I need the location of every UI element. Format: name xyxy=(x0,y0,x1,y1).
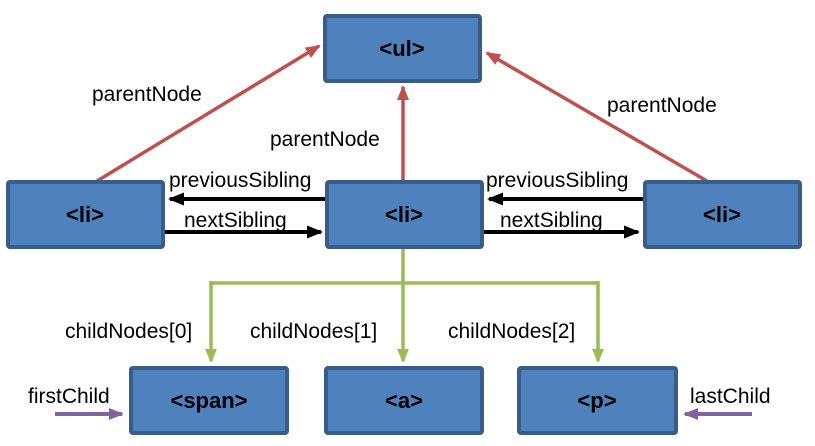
edge-parentnode-left xyxy=(96,44,321,183)
label-previoussibling-right: previousSibling xyxy=(486,169,628,192)
label-nextsibling-right: nextSibling xyxy=(500,209,603,232)
edge-parentnode-right xyxy=(485,51,708,183)
node-li-middle-label: <li> xyxy=(385,202,423,227)
edge-childnodes-trunk xyxy=(211,248,598,285)
label-childnodes-2: childNodes[2] xyxy=(448,320,575,343)
label-childnodes-1: childNodes[1] xyxy=(250,320,377,343)
node-p-box xyxy=(517,366,678,435)
node-span: <span> xyxy=(129,366,289,435)
label-previoussibling-left: previousSibling xyxy=(169,169,311,192)
node-li-right-label: <li> xyxy=(703,202,741,227)
label-nextsibling-left: nextSibling xyxy=(184,209,287,232)
label-parentnode-middle: parentNode xyxy=(270,128,380,151)
node-a: <a> xyxy=(324,366,484,435)
node-a-box xyxy=(324,366,484,435)
node-li-middle-box xyxy=(325,180,484,249)
node-span-box xyxy=(129,366,289,435)
node-ul: <ul> xyxy=(323,14,482,83)
label-parentnode-left: parentNode xyxy=(92,83,202,106)
node-span-label: <span> xyxy=(170,388,247,413)
node-li-right-box xyxy=(643,180,802,249)
node-li-left: <li> xyxy=(6,180,165,249)
node-li-left-label: <li> xyxy=(66,202,104,227)
node-a-label: <a> xyxy=(385,388,423,413)
node-li-left-box xyxy=(6,180,165,249)
label-parentnode-right: parentNode xyxy=(607,94,717,117)
node-ul-label: <ul> xyxy=(379,36,424,61)
node-li-right: <li> xyxy=(643,180,802,249)
label-firstchild: firstChild xyxy=(28,385,110,408)
node-li-middle: <li> xyxy=(325,180,484,249)
node-p-label: <p> xyxy=(577,388,616,413)
node-ul-box xyxy=(323,14,482,83)
label-lastchild: lastChild xyxy=(690,385,771,408)
label-childnodes-0: childNodes[0] xyxy=(65,320,192,343)
node-p: <p> xyxy=(517,366,678,435)
